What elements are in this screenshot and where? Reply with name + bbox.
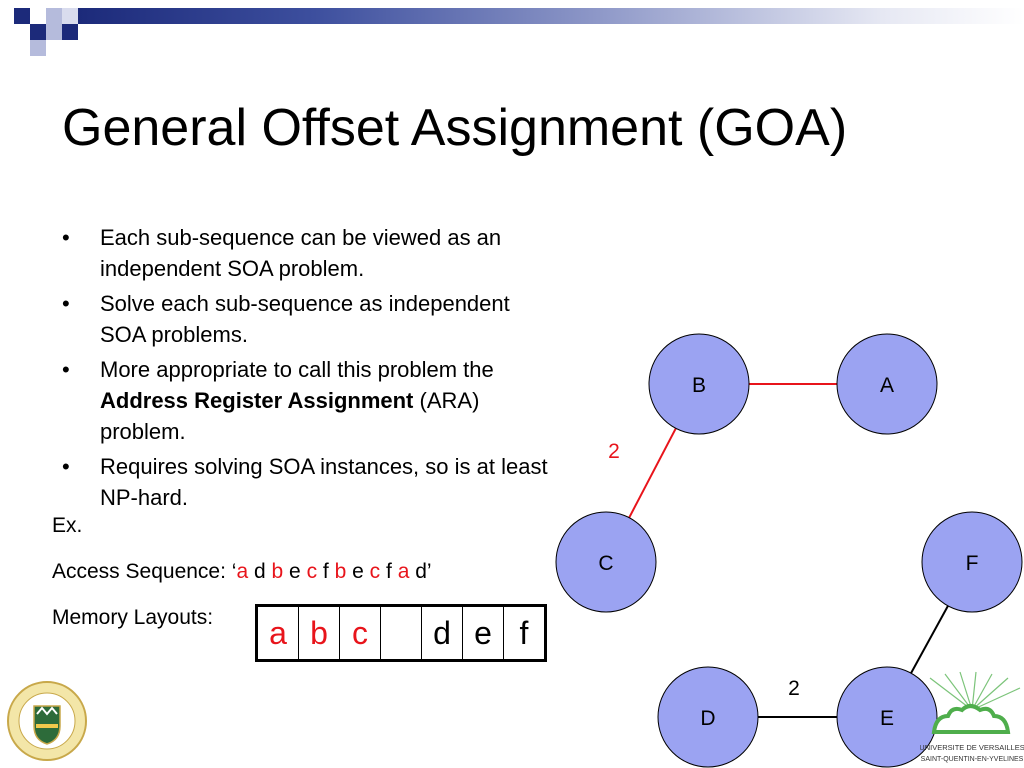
graph-node-label: E [880,707,894,730]
access-sequence-line: Access Sequence: ‘a d b e c f b e c f a … [52,560,432,584]
bullet-icon: • [62,291,70,316]
access-sequence-item: a [397,560,410,583]
access-sequence-label: Access Sequence: ‘ [52,560,237,583]
university-of-alberta-logo [7,681,87,761]
graph-node-D [657,666,759,768]
memory-cell: d [421,605,463,661]
graph-node-label: D [700,707,715,730]
graph-node-A [836,333,938,435]
bullet-text: Each sub-sequence can be viewed as an in… [100,225,502,281]
graph-node-label: F [966,552,979,575]
access-sequence-item: e [352,560,364,583]
universite-de-versailles-logo: UNIVERSITE DE VERSAILLES SAINT-QUENTIN-E… [920,671,1024,763]
access-sequence-item: b [334,560,347,583]
access-sequence-item: b [271,560,284,583]
access-sequence-item: a [236,560,249,583]
bullet-icon: • [62,454,70,479]
access-sequence-item: f [386,560,392,583]
memory-cell: c [339,605,381,661]
bullet-text-bold: Address Register Assignment [100,388,414,413]
access-sequence-item: e [289,560,301,583]
access-sequence-item: d [253,560,266,583]
bullet-icon: • [62,357,70,382]
bullet-item: • Requires solving SOA instances, so is … [62,451,552,513]
svg-text:SAINT-QUENTIN-EN-YVELINES: SAINT-QUENTIN-EN-YVELINES [921,756,1024,763]
graph-node-C [555,511,657,613]
bullet-list: • Each sub-sequence can be viewed as an … [62,222,552,517]
access-sequence-close: ’ [426,560,432,583]
bullet-text-pre: More appropriate to call this problem th… [100,357,494,382]
memory-cell: a [256,605,299,661]
access-sequence-values: a d b e c f b e c f a d [236,560,426,583]
graph-node-label: A [880,374,894,397]
bullet-item: • Each sub-sequence can be viewed as an … [62,222,552,284]
graph-node-B [648,333,750,435]
access-sequence-item: d [415,560,427,583]
edge-weight-label: 2 [788,677,800,700]
edge-B-C [628,427,677,519]
bullet-item: • More appropriate to call this problem … [62,354,552,447]
memory-cell: e [462,605,504,661]
example-label: Ex. [52,514,83,537]
graph-node-label: C [598,552,613,575]
access-sequence-item: c [306,560,318,583]
header-gradient-bar [78,8,1024,24]
graph-node-F [921,511,1023,613]
bullet-text: Requires solving SOA instances, so is at… [100,454,548,510]
bullet-text-post: (ARA) problem. [100,388,480,444]
graph-node-label: B [692,374,706,397]
edge-weight-label: 2 [608,440,620,463]
bullet-text: Solve each sub-sequence as independent S… [100,291,510,347]
bullet-item: • Solve each sub-sequence as independent… [62,288,552,350]
svg-text:UNIVERSITE DE VERSAILLES: UNIVERSITE DE VERSAILLES [920,743,1024,752]
bullet-icon: • [62,225,70,250]
access-sequence-item: c [369,560,381,583]
graph-node-E [836,666,938,768]
access-sequence-item: f [322,560,329,583]
memory-cell: f [503,605,546,661]
slide-title: General Offset Assignment (GOA) [62,99,848,157]
memory-layouts-label: Memory Layouts: [52,606,214,629]
edge-E-F [910,605,949,674]
